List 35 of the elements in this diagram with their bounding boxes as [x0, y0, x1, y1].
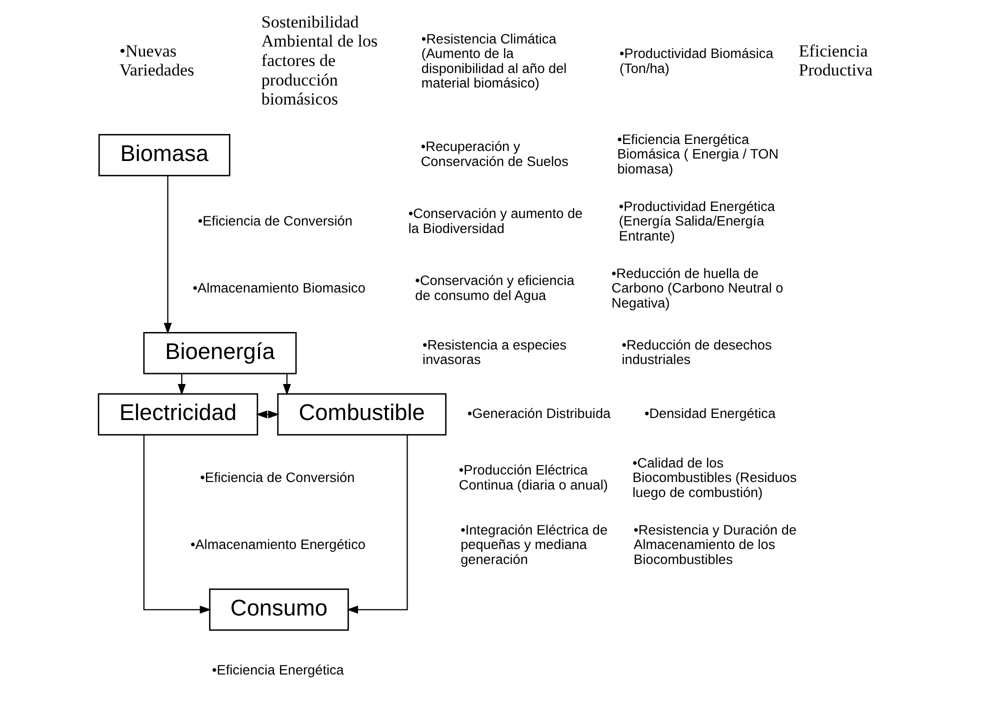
label: •Conservación y eficiencia de consumo del Agua [415, 273, 574, 303]
label: •Integración Eléctrica de pequeñas y mediana generación [460, 522, 608, 567]
label: •Calidad de los Biocombustibles (Residuos luego de combustión) [632, 455, 797, 500]
label: Eficiencia Productiva [798, 41, 873, 80]
label: •Nuevas Variedades [120, 41, 194, 80]
node-box: Bioenergía [143, 332, 297, 374]
label: •Productividad Energética (Energía Salida/Energía Entrante) [618, 198, 775, 244]
label: •Almacenamiento Energético [190, 537, 366, 552]
label: •Productividad Biomásica (Ton/ha) [619, 46, 774, 76]
node-box: Biomasa [98, 134, 230, 176]
label: •Eficiencia Energética [212, 662, 344, 678]
node-box: Consumo [209, 588, 349, 631]
label: •Producción Eléctrica Continua (diaria o anual) [458, 462, 608, 492]
label: •Resistencia a especies invasoras [422, 337, 567, 368]
label: •Resistencia y Duración de Almacenamiento de los Biocombustibles [634, 522, 797, 567]
label: •Eficiencia de Conversión [198, 214, 352, 229]
node-box: Combustible [277, 393, 446, 436]
label: •Reducción de huella de Carbono (Carbono Neutral o Negativa) [612, 266, 784, 310]
label: •Densidad Energética [644, 406, 776, 421]
label: •Almacenamiento Biomasico [192, 280, 366, 296]
arrow [282, 374, 291, 396]
arrow [346, 434, 408, 614]
label: •Recuperación y Conservación de Suelos [420, 139, 568, 169]
label: •Generación Distribuida [467, 406, 611, 421]
label: •Resistencia Climática (Aumento de la disponibilidad al año del material biomásico) [421, 31, 567, 91]
label: •Conservación y aumento de la Biodiversidad [408, 206, 583, 236]
node-box: Electricidad [98, 393, 258, 436]
label: •Eficiencia de Conversión [200, 470, 355, 486]
arrow [178, 374, 186, 396]
arrow [164, 176, 172, 334]
label: Sostenibilidad Ambiental de los factores de producción biomásicos [261, 12, 378, 109]
arrow [256, 410, 280, 418]
arrow [143, 434, 212, 614]
label: •Reducción de desechos industriales [622, 337, 772, 368]
label: •Eficiencia Energética Biomásica ( Energia / TON biomasa) [617, 132, 779, 176]
